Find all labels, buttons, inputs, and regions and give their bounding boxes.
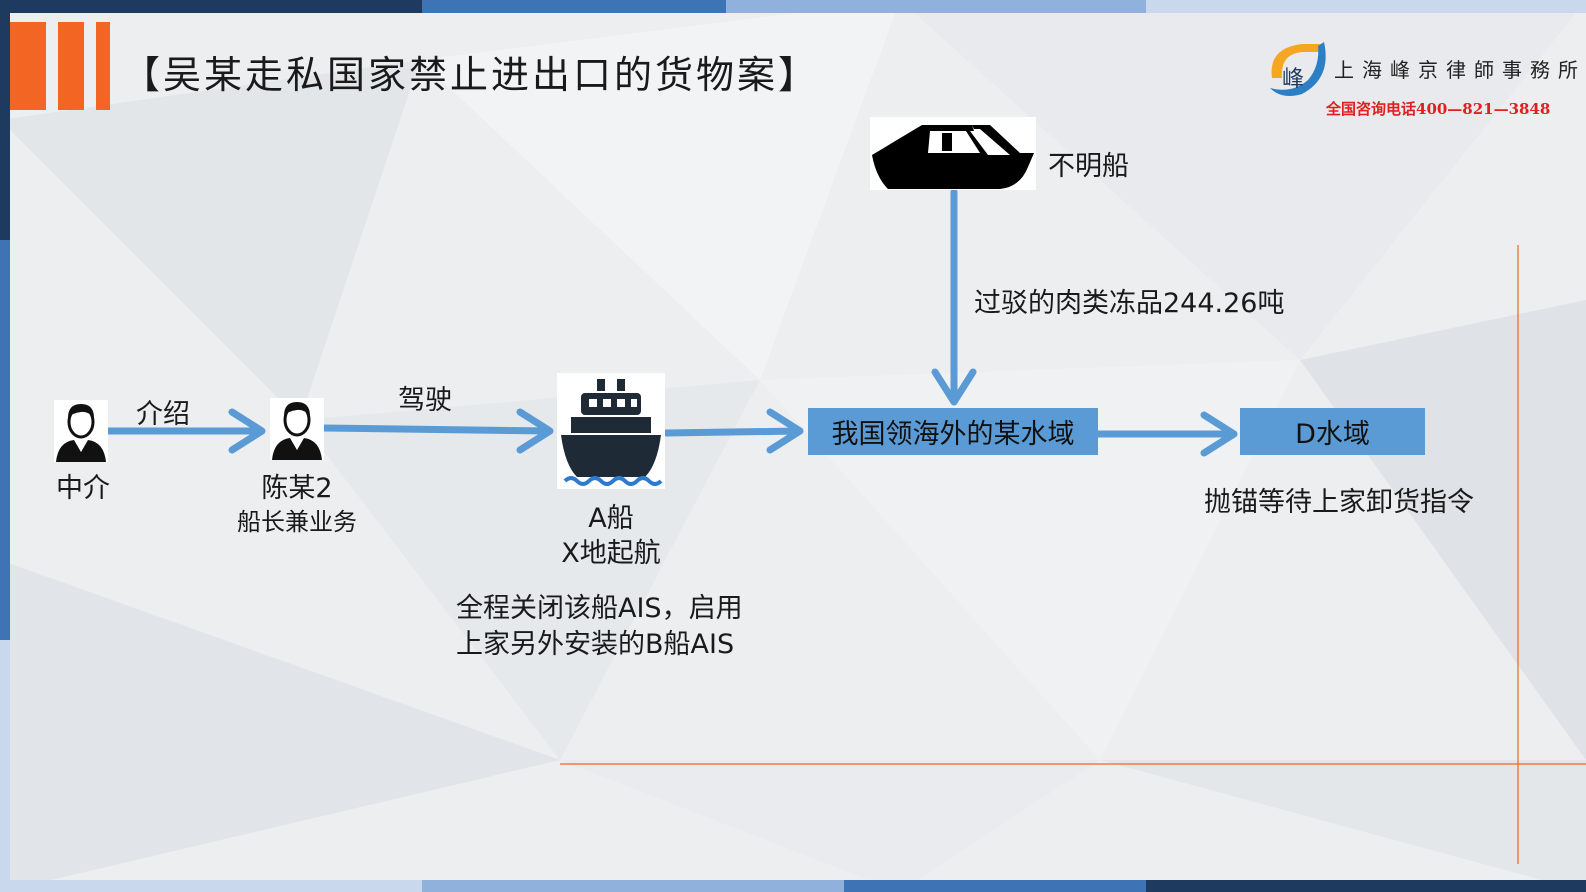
arrow-ship-to-water (662, 408, 804, 454)
page-title: 【吴某走私国家禁止进出口的货物案】 (122, 53, 820, 97)
anchor-note: 抛锚等待上家卸货指令 (1204, 487, 1474, 518)
cruise-ship-icon (557, 373, 665, 489)
top-stripe (0, 0, 1586, 13)
left-stripe (0, 0, 10, 892)
transfer-label: 过驳的肉类冻品244.26吨 (974, 288, 1285, 319)
agent-label: 中介 (56, 473, 110, 504)
firm-name: 上海峰京律師事務所 (1334, 58, 1586, 82)
ais-note-line2: 上家另外安装的B船AIS (456, 629, 735, 660)
drive-label: 驾驶 (398, 385, 452, 416)
firm-logo: 峰 上海峰京律師事務所 全国咨询电话400—821—3848 (1262, 38, 1578, 128)
person-icon (270, 398, 324, 460)
chen-role-label: 船长兼业务 (237, 508, 357, 536)
arrow-water-to-d (1094, 411, 1238, 457)
firm-phone: 全国咨询电话400—821—3848 (1326, 100, 1551, 118)
chen-label: 陈某2 (261, 473, 333, 504)
unknown-boat-label: 不明船 (1048, 151, 1129, 182)
title-accent-bars (10, 22, 110, 110)
arrow-chen-to-ship (320, 408, 554, 454)
ais-note-line1: 全程关闭该船AIS，启用 (456, 593, 743, 624)
ship-a-label: A船 (588, 503, 634, 534)
speedboat-icon (870, 117, 1036, 190)
arrow-boat-to-water (931, 188, 977, 406)
bottom-stripe (0, 880, 1586, 892)
firm-emblem-icon: 峰 (1270, 42, 1326, 96)
svg-text:峰: 峰 (1282, 67, 1304, 92)
territorial-water-box: 我国领海外的某水域 (808, 408, 1098, 455)
introduce-label: 介绍 (136, 399, 190, 430)
d-water-box: D水域 (1240, 408, 1425, 455)
ship-a-origin-label: X地起航 (561, 538, 661, 569)
arrow-agent-to-chen (104, 408, 266, 454)
person-icon (54, 400, 108, 462)
